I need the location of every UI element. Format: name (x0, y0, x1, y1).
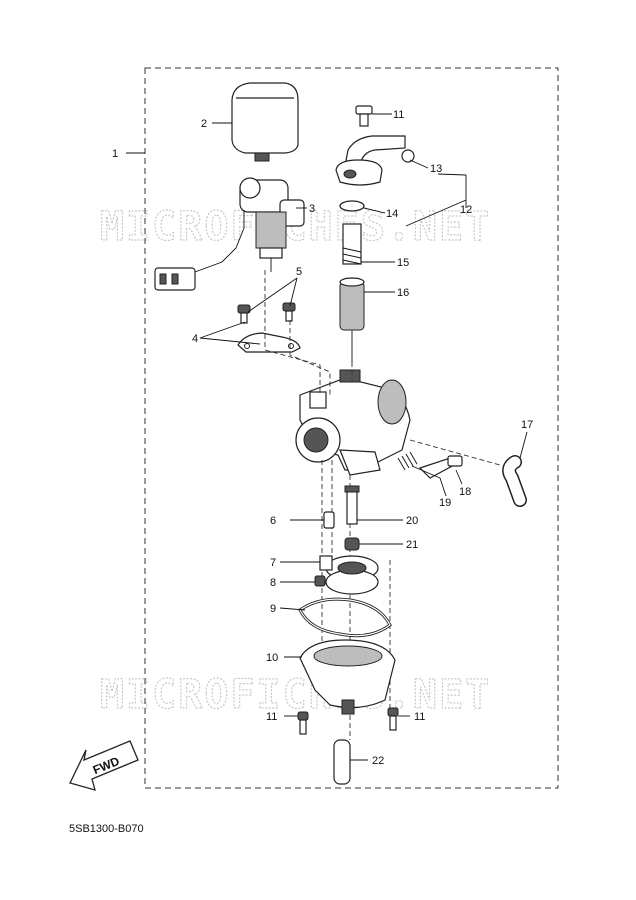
callout-4: 4 (192, 333, 198, 345)
part-17-hose (502, 455, 527, 507)
callout-18: 18 (459, 486, 471, 498)
watermark-lower: MICROFICHES.NET (100, 672, 491, 718)
callout-11-left: 11 (266, 711, 277, 723)
callout-7: 7 (270, 557, 276, 569)
part-18-screw (418, 455, 463, 479)
part-20-needle-jet (344, 485, 360, 525)
assembly-boundary (144, 67, 559, 789)
callout-10: 10 (266, 652, 278, 664)
callout-5: 5 (296, 266, 302, 278)
part-9-gasket (298, 597, 392, 638)
part-16-needle (339, 277, 365, 365)
callout-12: 12 (460, 204, 472, 216)
callouts: 1 2 3 4 5 6 7 8 9 10 11 11 11 12 13 14 1… (112, 109, 533, 767)
part-13-banjo (335, 135, 415, 186)
callout-14: 14 (386, 208, 398, 220)
part-8-screw (314, 575, 326, 587)
callout-8: 8 (270, 577, 276, 589)
callout-1: 1 (112, 148, 118, 160)
callout-13: 13 (430, 163, 442, 175)
part-21-main-jet (344, 537, 360, 551)
carburetor-body (295, 369, 411, 476)
callout-9: 9 (270, 603, 276, 615)
part-7-float (319, 555, 379, 595)
part-3-autochoke (154, 177, 305, 291)
part-5-screws (237, 302, 296, 324)
callout-2: 2 (201, 118, 207, 130)
callout-21: 21 (406, 539, 418, 551)
part-2-cap (231, 82, 299, 162)
callout-22: 22 (372, 755, 384, 767)
callout-6: 6 (270, 515, 276, 527)
part-11-top-screw (355, 105, 373, 127)
part-22-drain-hose (333, 739, 351, 785)
leader-lines (126, 113, 528, 761)
part-6-jet (323, 511, 335, 529)
callout-20: 20 (406, 515, 418, 527)
part-15-spring (342, 223, 362, 265)
callout-3: 3 (309, 203, 315, 215)
callout-16: 16 (397, 287, 409, 299)
fwd-arrow-icon: FWD (69, 740, 139, 791)
part-19-spring (397, 451, 418, 471)
callout-19: 19 (439, 497, 451, 509)
part-14-oring (339, 200, 365, 212)
part-10-float-bowl (299, 639, 396, 715)
callout-11-right: 11 (414, 711, 425, 723)
callout-11-top: 11 (393, 109, 404, 121)
callout-15: 15 (397, 257, 409, 269)
diagram-code: 5SB1300-B070 (69, 823, 144, 835)
callout-17: 17 (521, 419, 533, 431)
part-4-plate (237, 332, 301, 353)
